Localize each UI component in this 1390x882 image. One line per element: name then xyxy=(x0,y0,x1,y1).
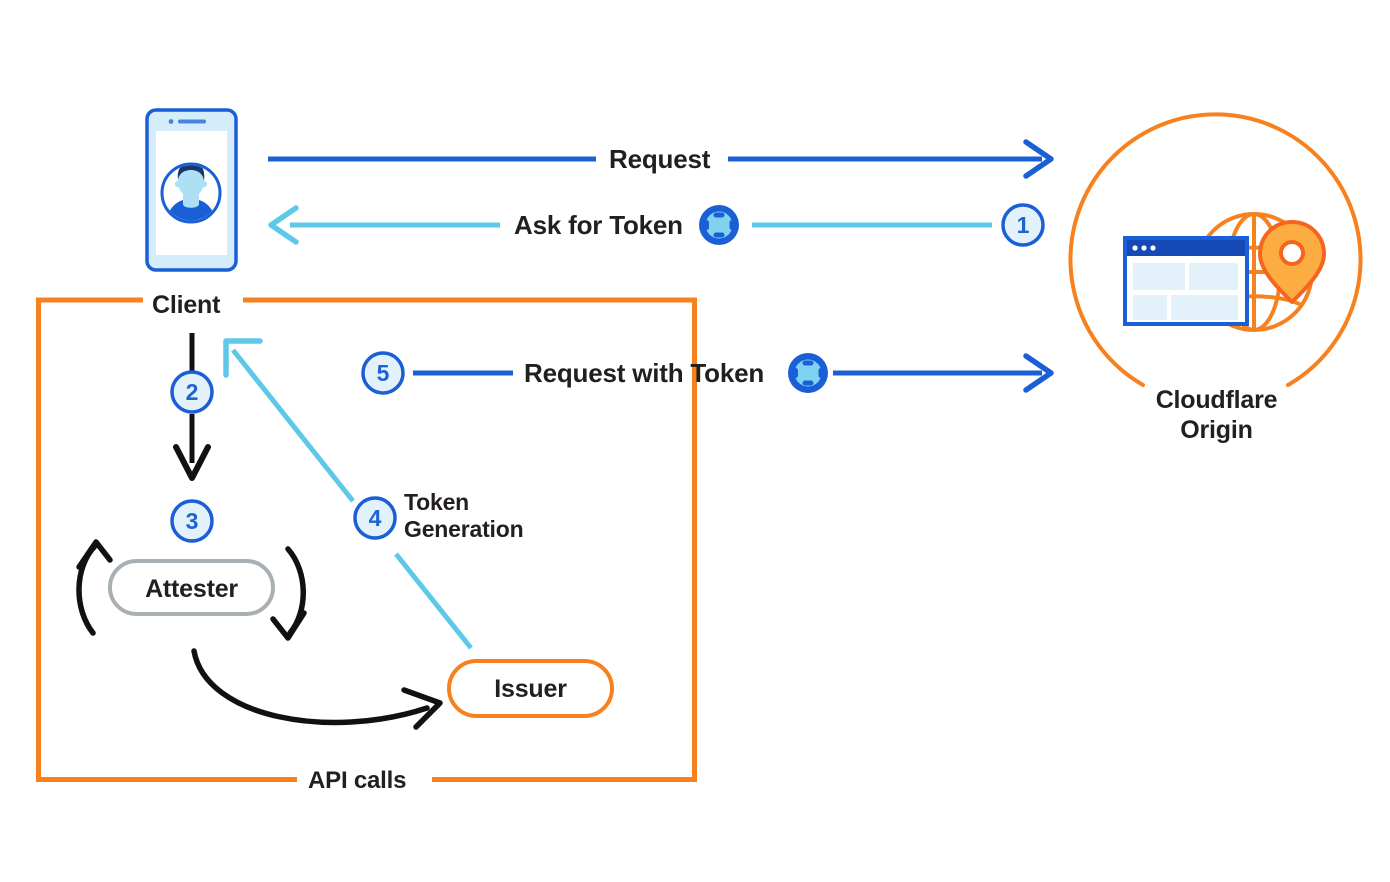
privacy-pass-token-icon-1 xyxy=(699,205,739,245)
flow-label-token-generation-line2: Generation xyxy=(404,516,524,543)
node-attester[interactable] xyxy=(108,559,275,616)
group-box-label-api-calls: API calls xyxy=(308,767,407,794)
flow-label-token-generation: Token Generation xyxy=(404,489,524,543)
mobile-phone-icon xyxy=(145,108,238,272)
step-badge-circle-3 xyxy=(170,499,214,543)
node-label-origin-line2: Origin xyxy=(1180,416,1253,444)
flow-arrow-token-generation xyxy=(223,338,473,650)
step-badge-circle-2 xyxy=(170,370,214,414)
flow-arrow-step2-down xyxy=(173,333,211,481)
user-avatar-icon xyxy=(160,162,222,224)
node-issuer[interactable] xyxy=(447,659,614,718)
privacy-pass-token-icon-2 xyxy=(788,353,828,393)
flow-label-token-generation-line1: Token xyxy=(404,489,470,515)
flow-arrow-request-with-token xyxy=(413,353,1054,393)
client-group-box xyxy=(36,297,697,782)
flow-label-ask-for-token: Ask for Token xyxy=(514,210,683,240)
attestation-loop-arrows xyxy=(76,539,443,730)
step-badge-circle-1 xyxy=(1001,203,1045,247)
browser-window-icon xyxy=(1123,236,1249,326)
step-badge-1: 1 xyxy=(1016,211,1030,238)
flow-label-request-with-token: Request with Token xyxy=(524,358,765,388)
node-label-cloudflare-origin: Cloudflare Origin xyxy=(1144,385,1289,445)
step-badge-3: 3 xyxy=(185,507,199,534)
node-label-issuer: Issuer xyxy=(494,675,567,703)
map-pin-icon xyxy=(1258,220,1326,304)
step-badge-circle-4 xyxy=(353,496,397,540)
step-badge-2: 2 xyxy=(185,378,199,405)
flow-arrow-request xyxy=(268,139,1054,179)
step-badge-5: 5 xyxy=(376,359,390,386)
node-label-origin-line1: Cloudflare xyxy=(1155,386,1278,414)
flow-label-request: Request xyxy=(609,144,711,174)
node-label-client: Client xyxy=(152,291,221,319)
node-label-attester: Attester xyxy=(145,575,238,603)
step-badge-4: 4 xyxy=(368,504,382,531)
cloudflare-origin-icon xyxy=(1068,112,1363,387)
step-badge-circle-5 xyxy=(361,351,405,395)
flow-arrow-ask-for-token xyxy=(268,205,992,245)
